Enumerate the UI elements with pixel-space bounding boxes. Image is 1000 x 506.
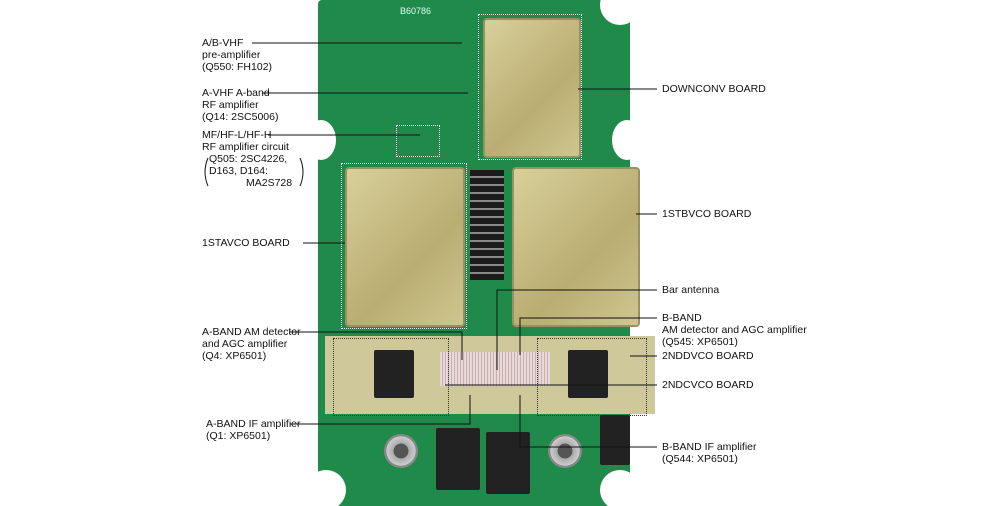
nddvco-outline xyxy=(537,338,647,416)
stavco-outline xyxy=(341,163,467,329)
label-bar-antenna: Bar antenna xyxy=(662,284,720,296)
board-notch xyxy=(306,470,346,506)
label-b-band-if: B-BAND IF amplifier(Q544: XP6501) xyxy=(662,441,757,465)
board-notch xyxy=(600,470,640,506)
downconv-outline xyxy=(478,14,582,160)
nd-cvco-component xyxy=(374,350,414,398)
bar-antenna xyxy=(440,352,550,386)
board-notch xyxy=(306,120,336,160)
inductor xyxy=(548,434,582,468)
mf-hf-outline xyxy=(396,125,440,157)
label-stbvco: 1STBVCO BOARD xyxy=(662,208,752,220)
label-nddvco: 2NDDVCO BOARD xyxy=(662,350,754,362)
board-notch xyxy=(612,120,642,160)
nd-dvco-component xyxy=(568,350,608,398)
filter-f18 xyxy=(600,415,630,465)
ndcvco-outline xyxy=(333,338,449,416)
downconv-can xyxy=(483,18,581,158)
stavco-can xyxy=(345,167,465,327)
label-ndcvco: 2NDCVCO BOARD xyxy=(662,379,754,391)
label-downconv: DOWNCONV BOARD xyxy=(662,83,766,95)
filter-f12 xyxy=(436,428,480,490)
label-a-band-if: A-BAND IF amplifier(Q1: XP6501) xyxy=(206,418,301,442)
board-marking: B60786 xyxy=(400,6,432,16)
stbvco-can xyxy=(512,167,640,327)
ic-chip xyxy=(470,170,504,280)
label-stavco: 1STAVCO BOARD xyxy=(202,237,290,249)
filter-f15 xyxy=(486,432,530,494)
inductor xyxy=(384,434,418,468)
